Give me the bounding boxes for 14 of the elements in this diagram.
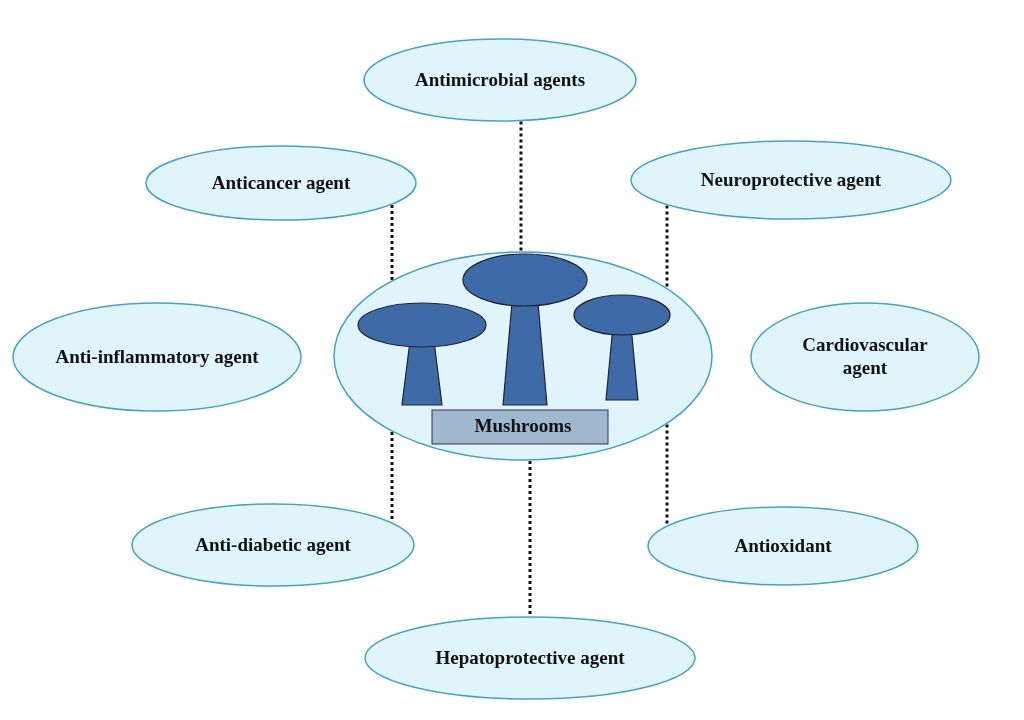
node-label: Hepatoprotective agent bbox=[435, 646, 625, 670]
dotted-connector bbox=[519, 121, 523, 251]
node-label: Antimicrobial agents bbox=[414, 68, 586, 92]
node-label: Neuroprotective agent bbox=[700, 168, 882, 192]
node-label: Anti-diabetic agent bbox=[195, 533, 351, 557]
node-label: Anticancer agent bbox=[211, 171, 351, 195]
node-label: Anti-inflammatory agent bbox=[54, 345, 260, 369]
node-label: Cardiovascular agent bbox=[801, 334, 929, 380]
mushrooms-label: Mushrooms bbox=[474, 414, 572, 438]
dotted-connector bbox=[665, 424, 669, 526]
node-label: Antioxidant bbox=[734, 534, 832, 558]
dotted-connector bbox=[528, 460, 532, 616]
dotted-connector bbox=[390, 204, 394, 280]
dotted-connector bbox=[665, 205, 669, 288]
